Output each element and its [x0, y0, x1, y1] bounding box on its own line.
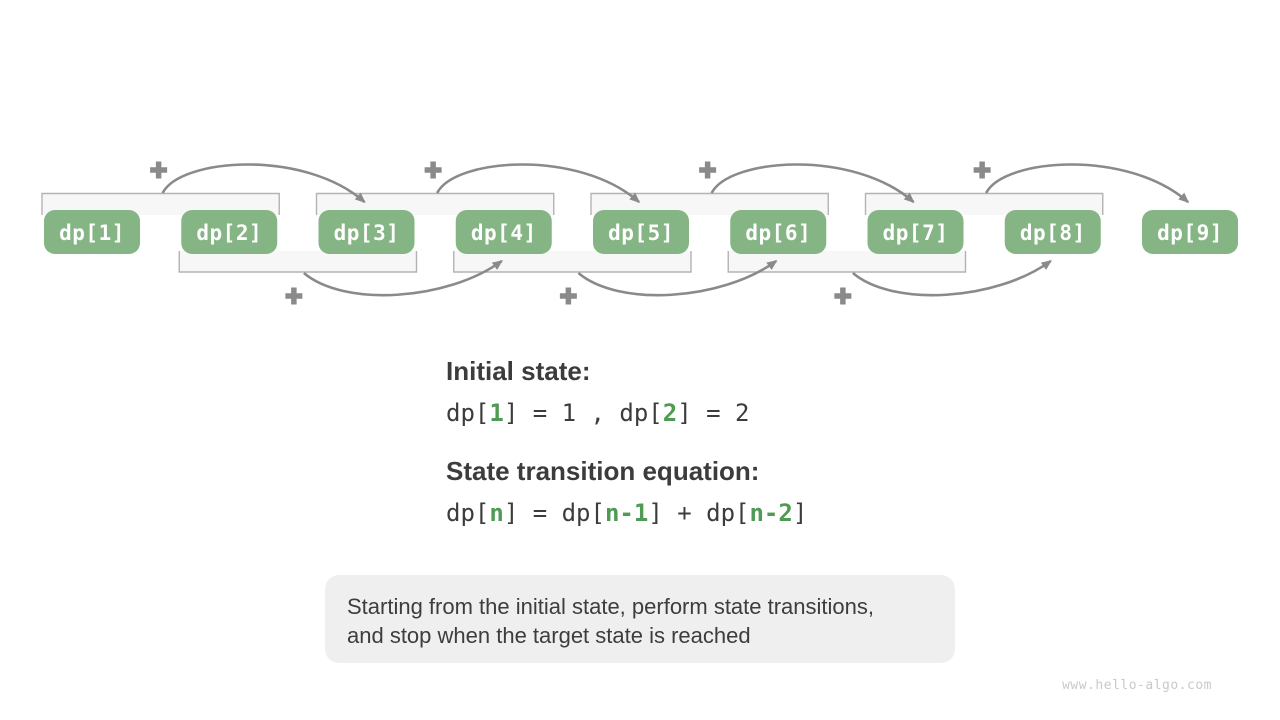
dp-box-label: dp[4] [471, 221, 537, 245]
dp-box-rect [730, 210, 827, 254]
dp-box-label: dp[9] [1157, 221, 1223, 245]
dp-box-label: dp[8] [1020, 221, 1086, 245]
transition-arrow-top [984, 163, 1190, 203]
watermark: www.hello-algo.com [1062, 678, 1212, 693]
dp-box-6: dp[6] [730, 210, 827, 254]
equation-term-green: 1 [489, 399, 504, 427]
dp-box-label: dp[7] [883, 221, 949, 245]
pair-bracket-bottom [453, 251, 692, 273]
note-box [325, 575, 955, 663]
dp-box-label: dp[2] [196, 221, 262, 245]
equation-term: dp[ [446, 499, 490, 527]
transition-arrow-bottom [577, 259, 778, 297]
note-text: Starting from the initial state, perform… [347, 592, 947, 650]
dp-box-rect [44, 210, 140, 254]
pair-bracket-top [864, 192, 1104, 215]
dp-box-9: dp[9] [1142, 210, 1238, 254]
dp-box-5: dp[5] [593, 210, 689, 254]
pair-bracket-bottom [727, 251, 967, 273]
dp-box-7: dp[7] [867, 210, 964, 254]
pair-bracket-top [315, 192, 555, 215]
transition-arrow-top [435, 163, 641, 203]
dp-box-4: dp[4] [455, 210, 552, 254]
dp-box-label: dp[3] [334, 221, 400, 245]
plus-icon [699, 161, 717, 179]
equation-term: ] = 1 , dp[ [503, 399, 663, 427]
equation-term: dp[ [446, 399, 490, 427]
equation-term: ] = 2 [677, 399, 750, 427]
dp-box-rect [1004, 210, 1101, 254]
pair-bracket-top [590, 192, 829, 215]
note-line-2: and stop when the target state is reache… [347, 623, 751, 648]
pair-bracket-bottom [178, 251, 418, 273]
transition-arrow-bottom [303, 259, 503, 297]
dp-box-rect [181, 210, 278, 254]
dp-box-rect [867, 210, 964, 254]
pair-bracket-top [41, 192, 280, 215]
state-transition-heading: State transition equation: [446, 456, 760, 486]
equation-term: ] = dp[ [503, 499, 605, 527]
dp-box-1: dp[1] [44, 210, 140, 254]
dp-box-8: dp[8] [1004, 210, 1101, 254]
plus-icon [834, 287, 852, 305]
plus-icon [150, 161, 168, 179]
equation-term-green: 2 [662, 399, 678, 427]
transition-arrow-bottom [852, 259, 1052, 297]
plus-icon [973, 161, 991, 179]
dp-box-rect [593, 210, 689, 254]
equation-term: ] + dp[ [648, 499, 750, 527]
equation-term-green: n-2 [749, 499, 793, 527]
plus-icon [285, 287, 303, 305]
dp-box-3: dp[3] [318, 210, 415, 254]
equation-term-green: n-1 [604, 499, 649, 527]
initial-state-heading: Initial state: [446, 356, 591, 386]
dp-box-2: dp[2] [181, 210, 278, 254]
dp-box-rect [455, 210, 552, 254]
equation-term: ] [792, 499, 808, 527]
plus-icon [424, 161, 442, 179]
state-transition-equation: dp[n] = dp[n-1] + dp[n-2] [446, 501, 807, 525]
equation-term-green: n [489, 499, 504, 527]
plus-icon [559, 287, 577, 305]
dp-box-rect [318, 210, 415, 254]
dp-box-rect [1142, 210, 1238, 254]
dp-box-label: dp[6] [745, 221, 811, 245]
transition-arrow-top [161, 163, 366, 203]
dp-box-label: dp[1] [59, 221, 125, 245]
dp-box-label: dp[5] [608, 221, 674, 245]
initial-state-equation: dp[1] = 1 , dp[2] = 2 [446, 401, 749, 425]
note-line-1: Starting from the initial state, perform… [347, 594, 875, 619]
transition-arrow-top [710, 163, 915, 203]
